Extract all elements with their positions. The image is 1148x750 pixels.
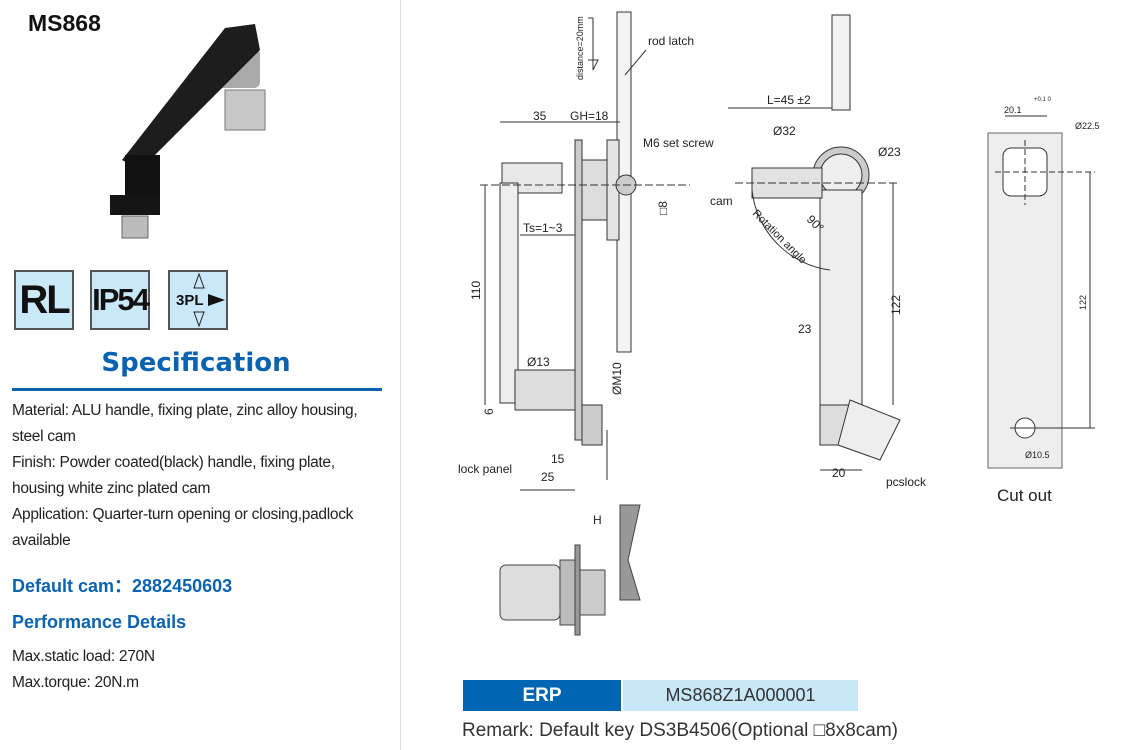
pcslock-label: pcslock: [886, 475, 927, 489]
erp-row: ERP MS868Z1A000001: [463, 680, 858, 711]
divider: [12, 388, 382, 391]
technical-drawing: distance=20mm rod latch 35 GH=18 M6 set …: [458, 11, 1100, 636]
rod-latch-label: rod latch: [648, 34, 694, 48]
dim-20: 20: [832, 466, 846, 480]
dim-25: 25: [541, 470, 555, 484]
rotation-angle-label: Rotation angle: [750, 208, 809, 267]
spec-line: Finish: Powder coated(black) handle, fix…: [12, 454, 335, 471]
performance-heading: Performance Details: [12, 612, 187, 632]
lock-panel-label: lock panel: [458, 462, 512, 476]
dim-15: 15: [551, 452, 565, 466]
spec-line: Application: Quarter-turn opening or clo…: [12, 506, 354, 523]
specification-heading: Specification: [101, 348, 291, 378]
installed-lock-photo: [499, 504, 641, 636]
dim-13: Ø13: [527, 355, 550, 369]
dim-gh: GH=18: [570, 109, 609, 123]
dim-110: 110: [469, 281, 483, 300]
dim-6: 6: [482, 408, 496, 415]
cutout-tolerance: +0.1 0: [1034, 97, 1052, 103]
dim-square-8: □8: [656, 201, 670, 215]
remark: Remark: Default key DS3B4506(Optional □8…: [462, 720, 898, 741]
cutout-width: 20.1: [1004, 105, 1022, 115]
erp-value: MS868Z1A000001: [623, 680, 858, 711]
spec-line: available: [12, 532, 71, 549]
dim-35: 35: [533, 109, 547, 123]
direction-arrows-icon: [193, 272, 225, 328]
product-photo: [110, 24, 266, 239]
cutout-122: 122: [1078, 295, 1088, 310]
3pl-label: 3PL: [176, 291, 204, 309]
spec-line: housing white zinc plated cam: [12, 480, 211, 497]
product-title: MS868: [28, 10, 101, 36]
spec-line: Material: ALU handle, fixing plate, zinc…: [12, 402, 358, 419]
cutout-label: Cut out: [997, 486, 1052, 505]
dim-ts: Ts=1~3: [523, 221, 563, 235]
spec-line: steel cam: [12, 428, 76, 445]
default-cam: Default cam：2882450603: [12, 576, 233, 596]
distance-label: distance=20mm: [575, 16, 585, 80]
erp-label: ERP: [463, 680, 621, 711]
dim-l45: L=45 ±2: [767, 93, 811, 107]
3pl-badge: 3PL: [168, 270, 228, 330]
m6-set-screw-label: M6 set screw: [643, 136, 714, 150]
cutout-dia-22-5: Ø22.5: [1075, 121, 1100, 131]
dim-23-dia: Ø23: [878, 145, 901, 159]
cutout-dia-10-5: Ø10.5: [1025, 450, 1050, 460]
dim-23-width: 23: [798, 322, 812, 336]
rl-badge: RL: [14, 270, 74, 330]
dim-122: 122: [889, 295, 903, 315]
dim-32: Ø32: [773, 124, 796, 138]
performance-line: Max.torque: 20N.m: [12, 674, 139, 691]
dim-m10: ØM10: [610, 362, 624, 395]
dim-h: H: [593, 513, 602, 527]
ip54-badge: IP54: [90, 270, 150, 330]
performance-line: Max.static load: 270N: [12, 648, 155, 665]
column-divider: [400, 0, 401, 750]
cam-label: cam: [710, 194, 733, 208]
